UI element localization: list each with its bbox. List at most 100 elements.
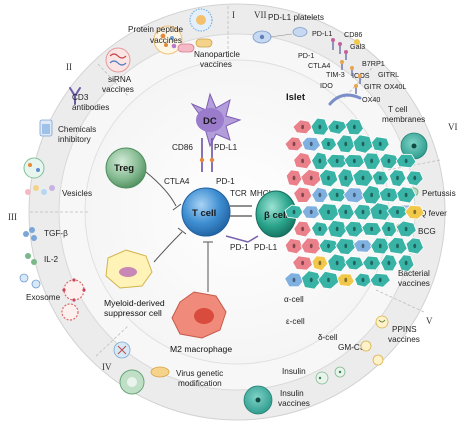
islet-cell-nucleus: [335, 124, 339, 130]
islet-cell-nucleus: [327, 243, 330, 249]
cp-cd86: CD86: [344, 30, 362, 39]
islet-cell-nucleus: [292, 175, 296, 181]
islet-cell-nucleus: [378, 141, 382, 147]
islet-cell: [361, 221, 382, 237]
islet-cell: [405, 237, 424, 255]
vesicle-group-icon: [25, 185, 55, 195]
dc-label: DC: [203, 116, 217, 127]
islet-cell: [336, 273, 355, 287]
islet-cell: [336, 203, 355, 221]
islet-cell-nucleus: [396, 209, 399, 215]
cp-ox40l: OX40L: [384, 82, 406, 91]
sector-label-IV: IV: [102, 362, 112, 372]
treg-label: Treg: [114, 163, 134, 174]
islet-cell: [335, 237, 357, 256]
islet-cell: [284, 272, 304, 288]
gmcsf-icon: [360, 340, 384, 366]
islet-cell: [405, 170, 424, 187]
protein-peptide-label-2: vaccines: [150, 36, 182, 45]
sirna-label-2: vaccines: [102, 85, 134, 94]
islet-cell: [396, 186, 417, 204]
cp-b7rp1: B7RP1: [362, 59, 385, 68]
islet-cell-nucleus: [378, 209, 382, 215]
islet-cell-nucleus: [309, 277, 313, 283]
islet-cell-nucleus: [378, 277, 382, 283]
insulin-vaccines-label-1: Insulin: [280, 389, 304, 398]
islet-cell: [344, 220, 365, 238]
alpha-cell-label: α-cell: [284, 295, 304, 304]
islet-cell-nucleus: [335, 226, 339, 232]
nanoparticle-label-1: Nanoparticle: [194, 50, 240, 59]
islet-cell: [311, 255, 329, 272]
ligand-dots: [199, 157, 215, 163]
gmcsf-label: GM-CSF: [338, 343, 370, 352]
islet-cell: [311, 221, 329, 237]
islet-cell-nucleus: [370, 158, 374, 164]
islet-cell: [293, 186, 313, 203]
islet-cell-nucleus: [352, 226, 356, 232]
islet-cell-nucleus: [352, 260, 356, 266]
mdsc-inhibit-arrow: [153, 227, 187, 263]
m2-label: M2 macrophage: [170, 344, 232, 354]
islet-cell: [387, 236, 408, 255]
platelet-icon: [252, 27, 308, 44]
islet-cell: [380, 254, 398, 272]
treg-inhibit-arrow: [145, 171, 182, 211]
insulin-granule-icon: [315, 366, 346, 385]
islet-cell: [370, 237, 391, 255]
islet-cell: [327, 219, 347, 239]
islet-cell-nucleus: [361, 243, 365, 249]
cp-ox40: OX40: [362, 95, 380, 104]
cp-ido: IDO: [320, 81, 333, 90]
islet-cell-nucleus: [318, 124, 322, 130]
islet-cell: [300, 237, 322, 255]
islet-cell-nucleus: [344, 243, 348, 249]
islet-cell: [292, 255, 313, 271]
islet-cell-nucleus: [327, 209, 330, 215]
mdsc-cell-icon: [105, 249, 153, 289]
dc-receptor-sticks: [201, 138, 213, 172]
islet-cell: [353, 203, 373, 221]
cp-pdl1: PD-L1: [312, 29, 332, 38]
islet-cell-nucleus: [318, 192, 322, 198]
islet-cell: [352, 134, 374, 154]
islet-cell: [380, 220, 398, 238]
islet-cell: [343, 154, 366, 168]
islet-cell: [395, 220, 417, 238]
islet-cell-nucleus: [327, 277, 330, 283]
vesicle-icon: [23, 157, 45, 179]
islet-cell-nucleus: [335, 192, 339, 198]
islet-cell-nucleus: [396, 175, 399, 181]
islet-cell-nucleus: [378, 175, 382, 181]
pdl1-low-label: PD-L1: [254, 243, 278, 252]
islet-cell-nucleus: [370, 226, 374, 232]
islet-cell: [379, 153, 399, 170]
pd1-low-label: PD-1: [230, 243, 249, 252]
cp-gal3: Gal3: [350, 42, 365, 51]
islet-cell-nucleus: [370, 260, 374, 266]
mdsc-label-1: Myeloid-derived: [104, 298, 165, 308]
islet-cell-nucleus: [387, 260, 391, 266]
islet-cell-nucleus: [318, 260, 322, 266]
islet-cell: [317, 270, 340, 290]
checkpoint-panel: PD-L1 CD86 Gal3 PD-1 CTLA4 TIM-3 B7RP1 I…: [298, 29, 406, 104]
islet-cell: [284, 238, 304, 255]
islet-cell-nucleus: [335, 158, 339, 164]
tcell-membrane-icon: [328, 93, 362, 106]
treg-cell-icon: [105, 147, 147, 189]
islet-cell: [354, 272, 372, 288]
islet-cell: [284, 136, 304, 152]
chemicals-label-2: inhibitory: [58, 135, 92, 144]
islet-cell: [300, 270, 322, 290]
islet-cell: [371, 170, 390, 186]
islet-cell: [318, 238, 339, 254]
cp-gitrl: GITRL: [378, 70, 399, 79]
islet-cluster: [284, 117, 425, 290]
islet-cell: [397, 254, 415, 273]
islet-cell: [327, 187, 348, 203]
tgfb-label: TGF-β: [44, 229, 68, 238]
cp-gitr: GITR: [364, 82, 381, 91]
islet-cell: [345, 118, 364, 136]
m2-inhibit-arrow: [203, 241, 213, 292]
